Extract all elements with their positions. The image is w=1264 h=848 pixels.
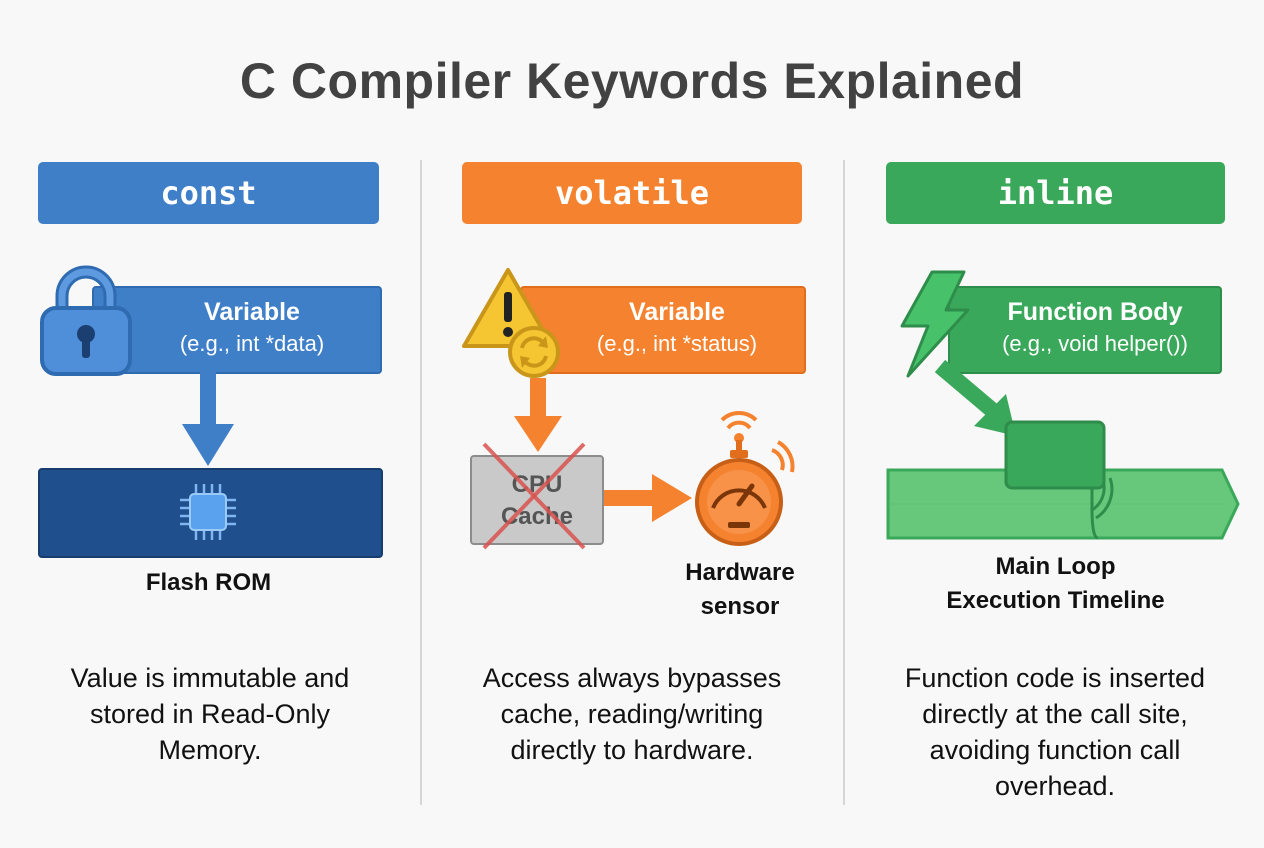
const-description-line: Value is immutable and [70, 663, 350, 693]
function-body-box: Function Body (e.g., void helper()) [948, 286, 1222, 374]
keyword-volatile-header: volatile [462, 162, 802, 224]
warning-icon [462, 268, 560, 378]
inline-description: Function code is inserted directly at th… [865, 660, 1245, 804]
const-description: Value is immutable and stored in Read-On… [20, 660, 400, 768]
execution-timeline-label: Main Loop Execution Timeline [886, 550, 1225, 618]
hardware-sensor-icon [695, 410, 795, 546]
volatile-down-arrow [514, 378, 562, 452]
hardware-sensor-label-line: Hardware [685, 559, 795, 586]
volatile-variable-box: Variable (e.g., int *status) [520, 286, 806, 374]
keyword-const-header: const [38, 162, 379, 224]
inline-description-line: directly at the call site, [922, 699, 1188, 729]
padlock-icon [40, 265, 132, 376]
cross-out-icon [482, 442, 586, 550]
volatile-variable-title: Variable [629, 298, 725, 326]
volatile-description: Access always bypasses cache, reading/wr… [442, 660, 822, 768]
const-variable-box: Variable (e.g., int *data) [92, 286, 382, 374]
inline-description-line: Function code is inserted [904, 663, 1206, 693]
volatile-description-line: Access always bypasses [482, 663, 782, 693]
hardware-sensor-label-line: sensor [700, 593, 780, 620]
volatile-right-arrow [604, 474, 692, 522]
const-description-line: stored in Read-Only [89, 699, 331, 729]
chip-icon [180, 484, 236, 540]
inline-description-line: overhead. [994, 771, 1116, 801]
column-divider-2 [843, 160, 845, 805]
keyword-inline-header: inline [886, 162, 1225, 224]
const-variable-example: (e.g., int *data) [179, 331, 325, 356]
hardware-sensor-label: Hardware sensor [670, 556, 810, 624]
flash-rom-label: Flash ROM [145, 569, 272, 596]
function-body-example: (e.g., void helper()) [1002, 331, 1188, 356]
const-description-line: Memory. [158, 735, 262, 765]
execution-timeline-bar [886, 420, 1240, 540]
const-variable-title: Variable [204, 298, 300, 326]
inline-description-line: avoiding function call [929, 735, 1181, 765]
function-body-title: Function Body [1007, 298, 1183, 326]
const-down-arrow [182, 372, 234, 466]
execution-timeline-label-line: Execution Timeline [946, 587, 1165, 614]
volatile-description-line: directly to hardware. [510, 735, 754, 765]
volatile-variable-example: (e.g., int *status) [596, 331, 758, 356]
lightning-icon [900, 270, 970, 378]
column-divider-1 [420, 160, 422, 805]
volatile-description-line: cache, reading/writing [500, 699, 764, 729]
page-title: C Compiler Keywords Explained [239, 53, 1025, 109]
execution-timeline-label-line: Main Loop [995, 553, 1116, 580]
